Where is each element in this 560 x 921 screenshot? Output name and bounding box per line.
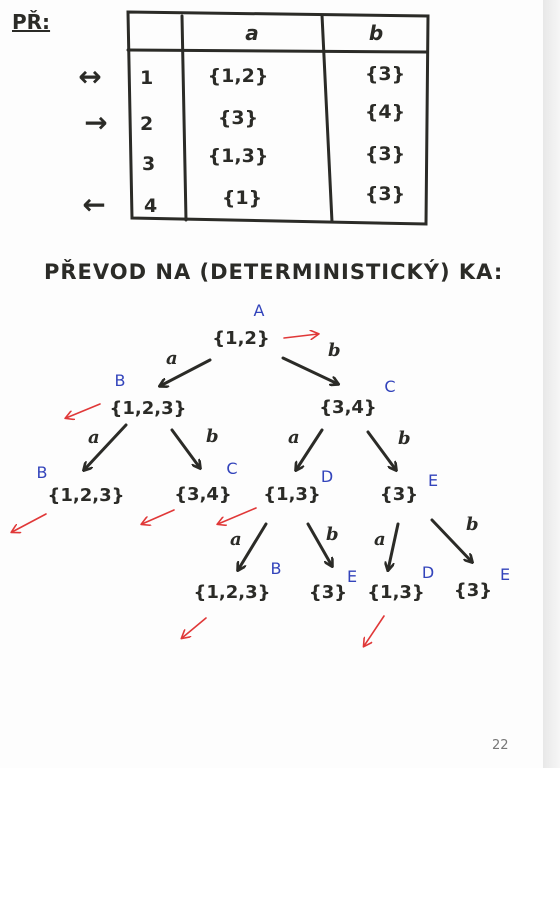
edge-symbol: a (88, 427, 100, 448)
table-header-b: b (369, 21, 383, 45)
row-b-value: {3} (365, 63, 405, 85)
node-set: {1,2,3} (110, 398, 187, 419)
row-a-value: {3} (218, 107, 258, 129)
tree-node: {3} E (309, 567, 357, 603)
node-label: C (384, 377, 395, 396)
start-arrow-icon: → (84, 106, 107, 139)
tree-node: {1,2,3} B (37, 463, 125, 506)
node-label: B (37, 463, 48, 482)
final-arrow-icon: ← (82, 188, 105, 221)
notebook-page (0, 0, 545, 768)
row-state: 2 (140, 113, 153, 135)
final-state-arrow-icon (66, 403, 101, 418)
node-set: {1,3} (367, 582, 425, 603)
row-state: 1 (140, 67, 153, 89)
row-a-value: {1} (222, 187, 262, 209)
table-row: 4 {1} {3} ← (82, 183, 405, 221)
edge-arrow (430, 518, 472, 562)
node-set: {1,3} (263, 484, 321, 505)
node-label: B (271, 559, 282, 578)
tree-node: {1,2,3} B (110, 371, 187, 419)
edge-arrow (388, 522, 400, 570)
table-column-rule-2 (320, 13, 334, 224)
node-set: {3} (309, 582, 347, 603)
edge-arrow (238, 522, 268, 570)
edge-arrow (84, 423, 128, 470)
final-state-arrow-icon (218, 507, 257, 524)
table-row: 2 {3} {4} → (84, 101, 405, 139)
node-set: {1,2,3} (194, 582, 271, 603)
node-set: {3} (454, 580, 492, 601)
start-final-arrow-icon: ↔ (78, 60, 101, 93)
tree-node: {3} E (380, 471, 438, 505)
row-b-value: {3} (365, 143, 405, 165)
row-b-value: {4} (365, 101, 405, 123)
edge-symbol: b (398, 428, 411, 449)
node-set: {1,2} (212, 328, 270, 349)
final-state-arrow-icon (142, 509, 175, 524)
row-b-value: {3} (365, 183, 405, 205)
table-header-a: a (245, 21, 259, 45)
edge-arrow (306, 522, 332, 566)
node-label: E (347, 567, 357, 586)
final-state-arrow-icon (364, 615, 385, 646)
node-set: {3,4} (174, 484, 232, 505)
tree-node: {1,2} A (212, 301, 270, 349)
node-label: E (428, 471, 438, 490)
initial-state-arrow-icon (283, 334, 318, 338)
row-state: 4 (144, 195, 157, 217)
node-label: E (500, 565, 510, 584)
edge-arrow (170, 428, 200, 468)
page-edge (543, 0, 560, 768)
table-row: 3 {1,3} {3} (142, 143, 405, 175)
tree-node: {3,4} C (174, 459, 237, 505)
table-row: 1 {1,2} {3} ↔ (78, 60, 405, 93)
node-label: D (321, 467, 333, 486)
tree-node: {3} E (454, 565, 510, 601)
node-label: A (254, 301, 265, 320)
node-label: B (115, 371, 126, 390)
row-a-value: {1,3} (208, 145, 269, 167)
node-set: {3} (380, 484, 418, 505)
edge-symbol: a (288, 427, 300, 448)
edge-arrow (281, 356, 338, 384)
example-prefix: PŘ: (12, 10, 51, 34)
edge-symbol: a (374, 529, 386, 550)
edge-symbol: b (206, 426, 219, 447)
edge-arrow (296, 428, 324, 470)
row-a-value: {1,2} (208, 65, 269, 87)
tree-edges (84, 356, 472, 570)
tree-node: {3,4} C (319, 377, 395, 418)
final-state-arrow-icon (182, 617, 207, 638)
edge-symbol: b (326, 524, 339, 545)
table-header-rule (126, 48, 428, 54)
table-outline (126, 10, 430, 226)
tree-node: {1,3} D (367, 563, 434, 603)
node-set: {1,2,3} (48, 485, 125, 506)
transition-table (126, 10, 430, 226)
edge-symbol: b (466, 514, 479, 535)
section-heading: PŘEVOD NA (DETERMINISTICKÝ) KA: (44, 260, 504, 284)
tree-node: {1,3} D (263, 467, 333, 505)
drawing-canvas: a b 1 {1,2} {3} ↔ 2 {3} {4} → 3 {1,3} {3… (0, 10, 510, 768)
tree-node: {1,2,3} B (194, 559, 282, 603)
page-number: 22 (492, 738, 509, 753)
edge-symbol: b (328, 340, 341, 361)
final-state-arrow-icon (12, 513, 47, 532)
edge-symbol: a (230, 529, 242, 550)
table-column-rule-1 (180, 14, 188, 222)
node-label: C (226, 459, 237, 478)
row-state: 3 (142, 153, 155, 175)
edge-symbol: a (166, 348, 178, 369)
edge-arrow (160, 358, 212, 386)
node-set: {3,4} (319, 397, 377, 418)
node-label: D (422, 563, 434, 582)
state-markers (12, 334, 385, 646)
edge-arrow (366, 430, 396, 470)
